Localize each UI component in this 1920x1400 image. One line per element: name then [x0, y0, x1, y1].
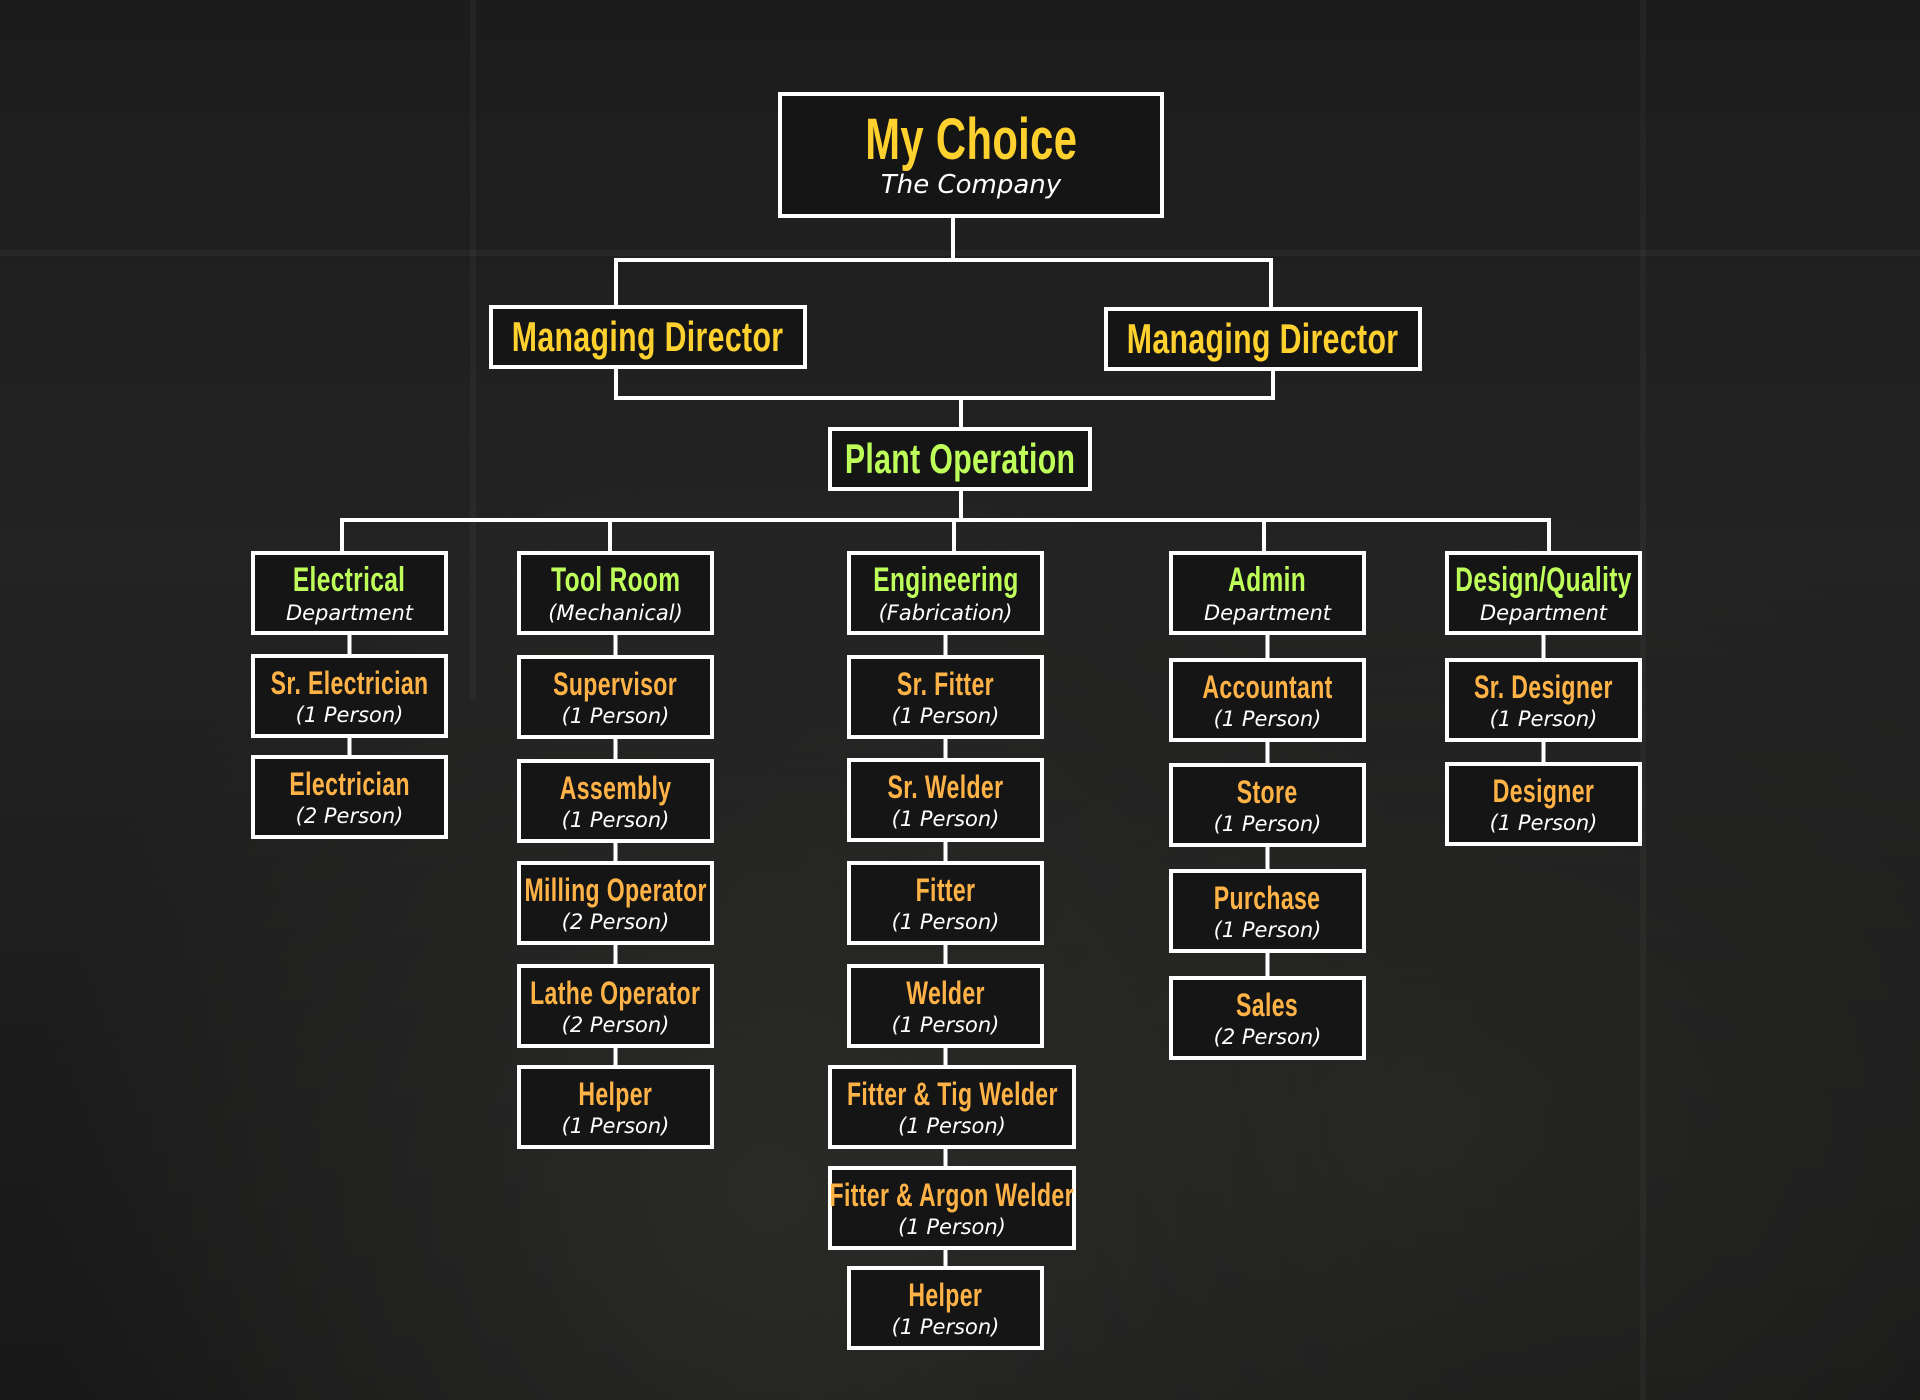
- node-subtitle: (1 Person): [1213, 918, 1322, 942]
- node-subtitle: (2 Person): [561, 910, 670, 934]
- node-subtitle: (1 Person): [891, 1315, 1000, 1339]
- role-node: Supervisor(1 Person): [517, 655, 714, 739]
- node-subtitle: (1 Person): [561, 704, 670, 728]
- role-node: Sales(2 Person): [1169, 976, 1366, 1060]
- node-title: Sr. Designer: [1474, 669, 1613, 705]
- role-node: Fitter & Tig Welder(1 Person): [828, 1065, 1076, 1149]
- node-subtitle: (1 Person): [561, 808, 670, 832]
- node-subtitle: Department: [285, 601, 414, 625]
- role-node: Sr. Fitter(1 Person): [847, 655, 1044, 739]
- node-subtitle: (Mechanical): [548, 601, 683, 625]
- node-title: Sr. Electrician: [270, 665, 429, 701]
- node-title: Store: [1237, 774, 1298, 810]
- role-node: Sr. Electrician(1 Person): [251, 654, 448, 738]
- plant-operation-node: Plant Operation: [828, 427, 1092, 491]
- node-title: Accountant: [1202, 669, 1333, 705]
- node-title: Milling Operator: [524, 872, 707, 908]
- role-node: Assembly(1 Person): [517, 759, 714, 843]
- node-title: Sr. Welder: [887, 769, 1004, 805]
- node-title: Managing Director: [512, 313, 784, 360]
- node-subtitle: Department: [1203, 601, 1332, 625]
- node-subtitle: (1 Person): [891, 807, 1000, 831]
- role-node: Lathe Operator(2 Person): [517, 964, 714, 1048]
- node-subtitle: (1 Person): [891, 1013, 1000, 1037]
- node-title: Helper: [578, 1076, 653, 1112]
- node-title: Fitter & Argon Welder: [829, 1177, 1075, 1213]
- node-title: Design/Quality: [1455, 561, 1632, 599]
- company-title: My Choice: [864, 107, 1078, 172]
- node-title: Fitter & Tig Welder: [846, 1076, 1058, 1112]
- role-node: Sr. Designer(1 Person): [1445, 658, 1642, 742]
- node-subtitle: (1 Person): [898, 1114, 1006, 1138]
- node-title: Lathe Operator: [530, 975, 701, 1011]
- node-title: Engineering: [872, 561, 1019, 599]
- node-title: Assembly: [559, 770, 672, 806]
- node-subtitle: (2 Person): [1213, 1025, 1322, 1049]
- node-subtitle: (1 Person): [561, 1114, 670, 1138]
- node-title: Designer: [1492, 773, 1595, 809]
- role-node: Fitter(1 Person): [847, 861, 1044, 945]
- node-subtitle: (1 Person): [295, 703, 404, 727]
- managing-director-node: Managing Director: [489, 305, 807, 369]
- node-title: Helper: [908, 1277, 983, 1313]
- node-subtitle: (1 Person): [1489, 811, 1598, 835]
- node-title: Tool Room: [550, 561, 681, 599]
- node-title: Purchase: [1214, 880, 1321, 916]
- role-node: Fitter & Argon Welder(1 Person): [828, 1166, 1076, 1250]
- node-subtitle: (2 Person): [295, 804, 404, 828]
- department-node: Engineering(Fabrication): [847, 551, 1044, 635]
- node-subtitle: (Fabrication): [878, 601, 1013, 625]
- node-subtitle: (2 Person): [561, 1013, 670, 1037]
- role-node: Milling Operator(2 Person): [517, 861, 714, 945]
- node-title: Plant Operation: [844, 435, 1076, 482]
- node-title: Sales: [1236, 987, 1299, 1023]
- role-node: Helper(1 Person): [847, 1266, 1044, 1350]
- node-subtitle: (1 Person): [1213, 812, 1322, 836]
- node-title: Managing Director: [1127, 315, 1399, 362]
- node-title: Electrician: [289, 766, 410, 802]
- node-title: Sr. Fitter: [896, 666, 995, 702]
- node-subtitle: Department: [1479, 601, 1608, 625]
- company-node: My Choice The Company: [778, 92, 1164, 218]
- role-node: Sr. Welder(1 Person): [847, 758, 1044, 842]
- role-node: Store(1 Person): [1169, 763, 1366, 847]
- node-title: Fitter: [915, 872, 976, 908]
- node-subtitle: (1 Person): [891, 704, 1000, 728]
- department-node: Tool Room(Mechanical): [517, 551, 714, 635]
- company-subtitle: The Company: [880, 170, 1062, 200]
- node-subtitle: (1 Person): [898, 1215, 1006, 1239]
- role-node: Helper(1 Person): [517, 1065, 714, 1149]
- role-node: Electrician(2 Person): [251, 755, 448, 839]
- node-subtitle: (1 Person): [891, 910, 1000, 934]
- role-node: Welder(1 Person): [847, 964, 1044, 1048]
- node-title: Electrical: [293, 561, 406, 599]
- node-title: Welder: [906, 975, 985, 1011]
- role-node: Designer(1 Person): [1445, 762, 1642, 846]
- role-node: Accountant(1 Person): [1169, 658, 1366, 742]
- role-node: Purchase(1 Person): [1169, 869, 1366, 953]
- node-title: Supervisor: [553, 666, 678, 702]
- node-subtitle: (1 Person): [1489, 707, 1598, 731]
- managing-director-node: Managing Director: [1104, 307, 1422, 371]
- node-title: Admin: [1228, 561, 1307, 599]
- node-subtitle: (1 Person): [1213, 707, 1322, 731]
